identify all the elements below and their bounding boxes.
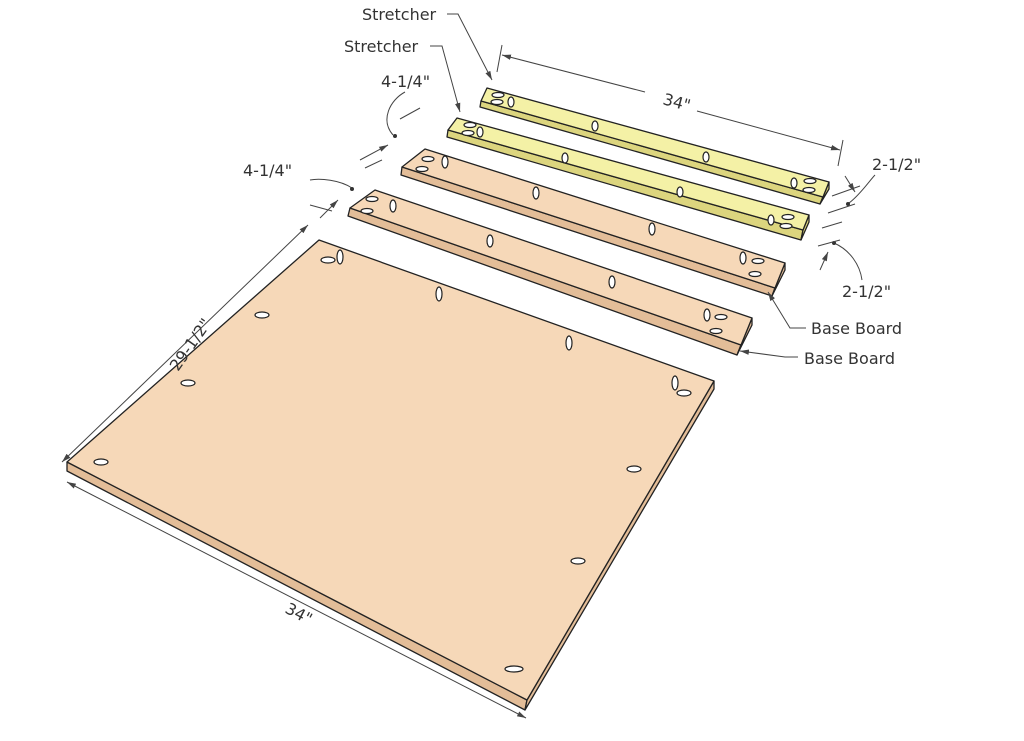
dim-stretcher-width-lower: 2-1/2" bbox=[842, 282, 891, 301]
label-stretcher-top: Stretcher bbox=[362, 5, 437, 24]
dim-base-board-width: 4-1/4" bbox=[243, 161, 292, 180]
base-board-lower bbox=[347, 189, 753, 356]
dim-stretcher-spacing: 4-1/4" bbox=[381, 72, 430, 91]
stretcher-lower bbox=[446, 117, 810, 241]
dim-stretcher-length: 34" bbox=[661, 90, 693, 116]
label-base-board-lower: Base Board bbox=[804, 349, 895, 368]
label-stretcher-second: Stretcher bbox=[344, 37, 419, 56]
dim-panel-length: 34" bbox=[282, 599, 315, 629]
label-base-board-upper: Base Board bbox=[811, 319, 902, 338]
base-board-upper bbox=[400, 148, 786, 297]
dim-stretcher-width-upper: 2-1/2" bbox=[872, 155, 921, 174]
dimension-lines bbox=[61, 13, 876, 719]
stretcher-upper bbox=[479, 87, 830, 205]
